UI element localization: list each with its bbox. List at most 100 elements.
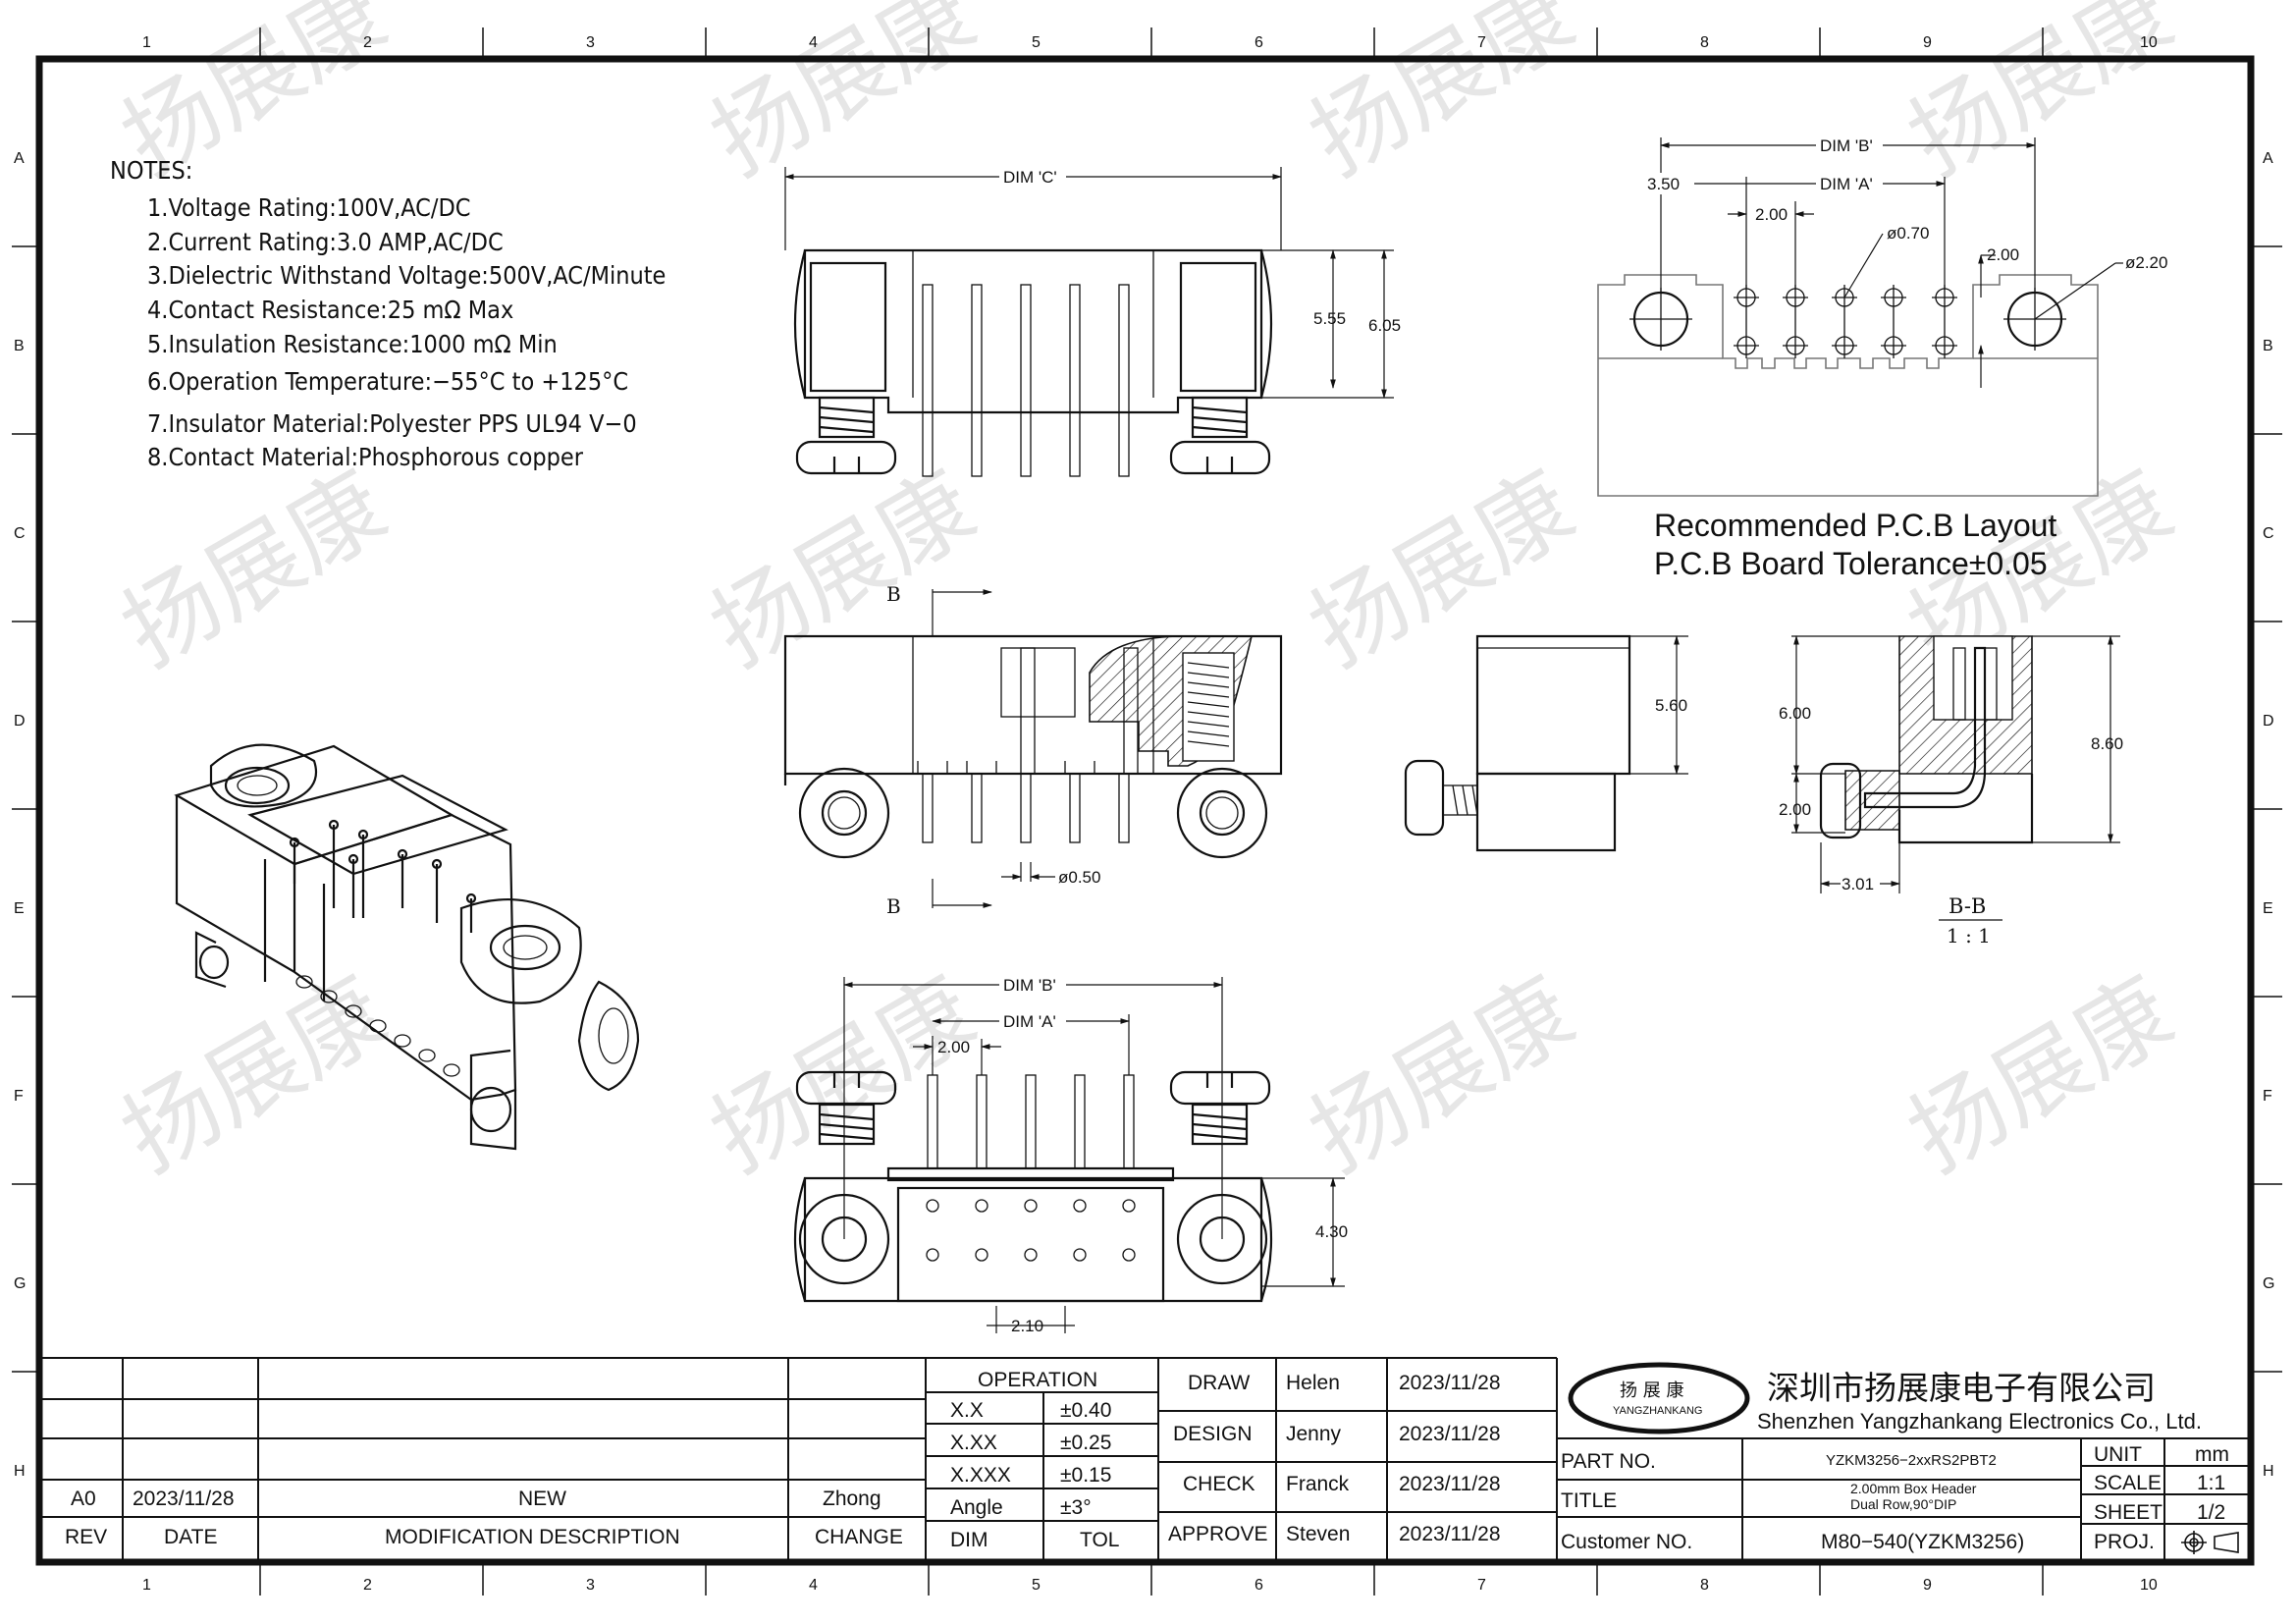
approval-date: 2023/11/28 xyxy=(1399,1523,1501,1545)
grid-col-label: 2 xyxy=(363,1577,372,1594)
dim-value: ø2.20 xyxy=(2125,253,2167,272)
dim-a-label: DIM 'A' xyxy=(1820,175,1873,193)
sheet-label: SHEET xyxy=(2094,1501,2163,1524)
unit-value: mm xyxy=(2195,1443,2229,1466)
grid-col-label: 5 xyxy=(1032,1577,1041,1594)
grid-ticks xyxy=(12,27,2282,1596)
approval-date: 2023/11/28 xyxy=(1399,1372,1501,1394)
front-view: B B ø0.50 xyxy=(783,582,1283,918)
customer-no-value: M80−540(YZKM3256) xyxy=(1821,1531,2024,1553)
svg-text:扬展康: 扬展康 xyxy=(104,956,403,1193)
grid-col-label: 7 xyxy=(1477,1577,1486,1594)
note-item: 6.Operation Temperature:−55°C to +125°C xyxy=(147,367,628,396)
tolerance-table: OPERATION X.X ±0.40 X.XX ±0.25 X.XXX ±0.… xyxy=(950,1369,1119,1551)
bottom-view: DIM 'B' DIM 'A' 2.00 4.30 2.10 xyxy=(793,974,1348,1335)
dim-value: 3.01 xyxy=(1842,875,1874,893)
grid-col-label: 4 xyxy=(809,1577,818,1594)
grid-row-label: C xyxy=(2263,525,2274,542)
approval-role: DESIGN xyxy=(1173,1423,1253,1445)
dim-b-label: DIM 'B' xyxy=(1820,136,1873,155)
dim-value: 3.50 xyxy=(1647,175,1680,193)
dim-value: ø0.70 xyxy=(1887,224,1929,243)
dim-value: 8.60 xyxy=(2091,734,2123,753)
approval-name: Jenny xyxy=(1286,1423,1342,1445)
grid-row-label: E xyxy=(2263,900,2273,917)
company-logo xyxy=(1568,1362,1750,1434)
grid-col-label: 8 xyxy=(1700,1577,1709,1594)
section-title: B-B xyxy=(1949,894,1986,918)
tolerance-value: ±0.25 xyxy=(1060,1432,1111,1454)
grid-row-label: D xyxy=(14,713,26,730)
dim-b-label: DIM 'B' xyxy=(1003,976,1056,995)
tolerance-heading: OPERATION xyxy=(978,1369,1097,1391)
rev-value: A0 xyxy=(71,1488,96,1510)
dim-value: 6.05 xyxy=(1368,316,1401,335)
unit-label: UNIT xyxy=(2094,1443,2142,1466)
grid-col-label: 7 xyxy=(1477,34,1486,51)
notes-block: NOTES: 1.Voltage Rating:100V,AC/DC 2.Cur… xyxy=(110,156,666,471)
dim-c-label: DIM 'C' xyxy=(1003,168,1057,187)
grid-col-label: 3 xyxy=(586,1577,595,1594)
part-no-value: YZKM3256−2xxRS2PBT2 xyxy=(1826,1452,1997,1469)
grid-col-label: 3 xyxy=(586,34,595,51)
approval-role: DRAW xyxy=(1188,1372,1251,1394)
scale-value: 1:1 xyxy=(2197,1472,2225,1494)
grid-row-label: B xyxy=(2263,338,2273,354)
scale-label: SCALE xyxy=(2094,1472,2162,1494)
grid-row-label: F xyxy=(14,1088,24,1105)
title-line-1: 2.00mm Box Header xyxy=(1850,1481,1977,1496)
sheet-border xyxy=(35,55,2255,1566)
note-item: 5.Insulation Resistance:1000 mΩ Min xyxy=(147,330,558,358)
approval-role: APPROVE xyxy=(1168,1523,1268,1545)
svg-text:扬展康: 扬展康 xyxy=(1891,0,2190,196)
projection-icon xyxy=(2181,1531,2239,1554)
grid-row-label: G xyxy=(2263,1275,2274,1292)
grid-row-label: A xyxy=(2263,150,2273,167)
grid-row-label: D xyxy=(2263,713,2274,730)
customer-label: Customer NO. xyxy=(1561,1531,1692,1553)
tolerance-dim: X.XX xyxy=(950,1432,997,1454)
tolerance-dim: Angle xyxy=(950,1496,1003,1519)
grid-col-label: 6 xyxy=(1255,34,1263,51)
rev-date: 2023/11/28 xyxy=(133,1488,235,1510)
grid-col-label: 1 xyxy=(142,34,151,51)
rev-header: DATE xyxy=(164,1526,217,1548)
top-view: DIM 'C' 5.55 6.05 xyxy=(784,165,1401,477)
company-block: 扬 展 康 YANGZHANKANG 深圳市扬展康电子有限公司 Shenzhen… xyxy=(1561,1362,2239,1554)
approval-name: Helen xyxy=(1286,1372,1340,1394)
rev-description: NEW xyxy=(518,1488,566,1510)
grid-col-label: 5 xyxy=(1032,34,1041,51)
part-no-label: PART NO. xyxy=(1561,1450,1656,1473)
proj-label: PROJ. xyxy=(2094,1531,2155,1553)
grid-row-label: F xyxy=(2263,1088,2272,1105)
dim-value: 5.55 xyxy=(1313,309,1346,328)
grid-col-label: 9 xyxy=(1923,34,1932,51)
dim-a-label: DIM 'A' xyxy=(1003,1012,1056,1031)
approvals-table: DRAW Helen 2023/11/28 DESIGN Jenny 2023/… xyxy=(1168,1372,1501,1545)
pcb-layout: DIM 'B' 3.50 DIM 'A' 2.00 ø0.70 2.00 ø2.… xyxy=(1597,135,2167,581)
tolerance-dim: X.XXX xyxy=(950,1464,1011,1487)
svg-text:扬展康: 扬展康 xyxy=(1891,956,2190,1193)
notes-heading: NOTES: xyxy=(110,156,192,185)
company-name-cn: 深圳市扬展康电子有限公司 xyxy=(1767,1369,2156,1407)
grid-col-label: 6 xyxy=(1255,1577,1263,1594)
grid-col-label: 2 xyxy=(363,34,372,51)
dim-value: 6.00 xyxy=(1779,704,1811,723)
tolerance-dim: X.X xyxy=(950,1399,984,1422)
approval-name: Steven xyxy=(1286,1523,1350,1545)
svg-text:扬展康: 扬展康 xyxy=(104,451,403,687)
approval-date: 2023/11/28 xyxy=(1399,1473,1501,1495)
title-block-lines xyxy=(39,1357,2251,1562)
section-scale: 1 : 1 xyxy=(1947,924,1991,947)
side-view: 5.60 xyxy=(1404,634,1688,852)
logo-text-cn: 扬 展 康 xyxy=(1620,1380,1683,1401)
grid-row-label: H xyxy=(14,1463,26,1480)
isometric-view xyxy=(174,743,640,1151)
grid-col-label: 1 xyxy=(142,1577,151,1594)
sheet-value: 1/2 xyxy=(2197,1501,2225,1524)
grid-col-label: 8 xyxy=(1700,34,1709,51)
dim-value: 2.00 xyxy=(1755,205,1788,224)
grid-labels: 1 2 3 4 5 6 7 8 9 10 1 2 3 4 5 6 7 8 9 1… xyxy=(14,34,2274,1594)
note-item: 4.Contact Resistance:25 mΩ Max xyxy=(147,296,513,324)
